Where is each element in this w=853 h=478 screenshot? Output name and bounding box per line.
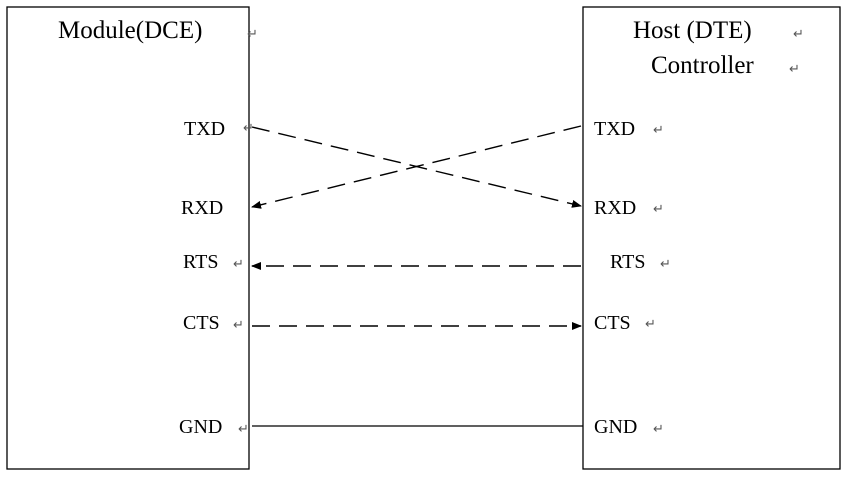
module-txd-label: TXD <box>184 118 225 140</box>
host-controller-title: Controller <box>651 52 754 79</box>
paragraph-mark: ↵ <box>233 257 244 272</box>
host-txd-label: TXD <box>594 118 635 140</box>
module-dce-box <box>6 6 250 470</box>
host-rts-label: RTS <box>610 251 645 273</box>
paragraph-mark: ↵ <box>243 121 254 136</box>
paragraph-mark: ↵ <box>653 202 664 217</box>
module-rts-label: RTS <box>183 251 218 273</box>
host-dte-title: Host (DTE) <box>633 17 752 44</box>
module-rxd-label: RXD <box>181 197 223 219</box>
paragraph-mark: ↵ <box>660 257 671 272</box>
paragraph-mark: ↵ <box>247 27 258 42</box>
host-rxd-label: RXD <box>594 197 636 219</box>
host-gnd-label: GND <box>594 416 637 438</box>
paragraph-mark: ↵ <box>789 62 800 77</box>
paragraph-mark: ↵ <box>653 422 664 437</box>
module-gnd-label: GND <box>179 416 222 438</box>
paragraph-mark: ↵ <box>793 27 804 42</box>
host-cts-label: CTS <box>594 312 631 334</box>
paragraph-mark: ↵ <box>645 317 656 332</box>
host-dte-box <box>582 6 841 470</box>
paragraph-mark: ↵ <box>238 422 249 437</box>
paragraph-mark: ↵ <box>653 123 664 138</box>
module-dce-title: Module(DCE) <box>58 17 202 44</box>
paragraph-mark: ↵ <box>233 318 244 333</box>
module-cts-label: CTS <box>183 312 220 334</box>
connection-host-txd-to-module-rxd <box>251 125 582 209</box>
